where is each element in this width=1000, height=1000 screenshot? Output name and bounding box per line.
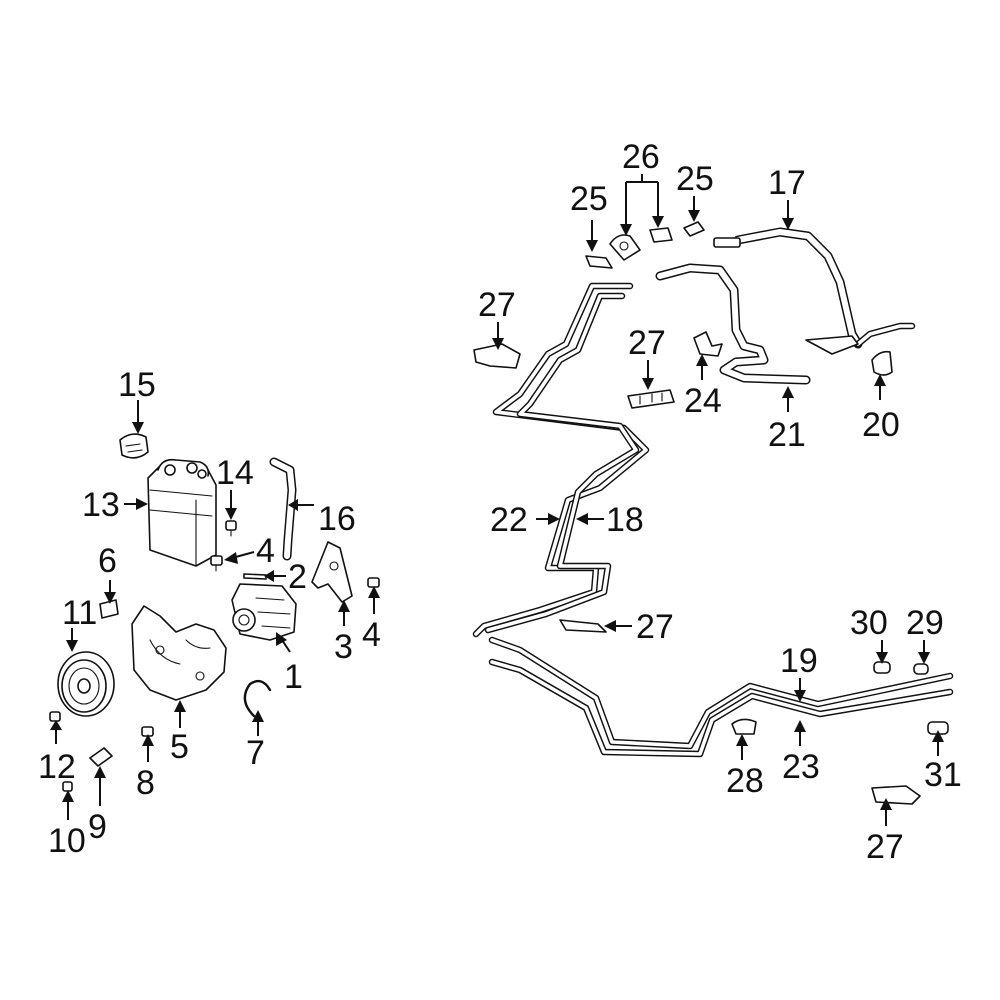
callout-12: 12 — [38, 748, 76, 786]
clip-24-part — [693, 331, 723, 357]
callout-4-left: 4 — [256, 532, 275, 570]
callout-23: 23 — [782, 748, 820, 786]
bolt-8-part — [141, 726, 154, 737]
brake-lines-lower-part — [488, 636, 954, 758]
callout-11: 11 — [62, 594, 97, 632]
callout-15: 15 — [118, 366, 156, 404]
callout-19: 19 — [780, 642, 818, 680]
callout-25-right: 25 — [676, 160, 714, 198]
callout-2: 2 — [288, 558, 307, 596]
callouts: 15 13 14 16 4 2 6 11 3 — [38, 138, 962, 866]
bolt-4-left-part — [210, 555, 223, 572]
clip-27-lower-middle-part — [559, 619, 607, 633]
bolt-9-part — [89, 747, 113, 767]
pulley-part — [57, 651, 115, 717]
callout-17: 17 — [768, 164, 806, 202]
bolt-14-part — [225, 520, 237, 537]
bolt-4-right-part — [367, 577, 380, 588]
reservoir-cap-part — [119, 433, 149, 459]
callout-6: 6 — [98, 542, 117, 580]
callout-10: 10 — [48, 822, 86, 860]
pressure-hose-part — [713, 227, 916, 355]
brake-lines-upper-part — [472, 282, 650, 638]
clip-25-left-part — [585, 255, 613, 269]
clip-27-lower-right-part — [871, 785, 921, 805]
callout-26: 26 — [622, 138, 660, 176]
callout-14: 14 — [216, 454, 254, 492]
callout-27-top-left: 27 — [478, 286, 516, 324]
reservoir-part — [147, 458, 217, 567]
bolt-12-part — [49, 711, 61, 722]
callout-13: 13 — [82, 486, 120, 524]
callout-18: 18 — [606, 501, 644, 539]
callout-27-lower-right: 27 — [866, 828, 904, 866]
callout-29: 29 — [906, 604, 944, 642]
callout-21: 21 — [768, 416, 806, 454]
callout-25-left: 25 — [570, 180, 608, 218]
cover-part — [99, 599, 119, 619]
callout-20: 20 — [862, 406, 900, 444]
pin-part — [243, 573, 267, 580]
clip-25-right-part — [683, 221, 705, 237]
callout-22: 22 — [490, 501, 528, 539]
callout-31: 31 — [924, 756, 962, 794]
clip-27-top-left-part — [473, 343, 521, 369]
callout-24: 24 — [684, 382, 722, 420]
callout-5: 5 — [170, 728, 189, 766]
callout-3: 3 — [334, 628, 353, 666]
return-hose-part — [269, 457, 297, 561]
callout-8: 8 — [136, 764, 155, 802]
callout-4-right: 4 — [362, 616, 381, 654]
callout-9: 9 — [88, 808, 107, 846]
clamp-part — [243, 679, 272, 718]
bracket-20-part — [871, 350, 893, 376]
clip-26-right-part — [649, 227, 673, 243]
callout-16: 16 — [318, 500, 356, 538]
clip-27-middle-part — [627, 389, 675, 409]
callout-7: 7 — [246, 734, 265, 772]
clip-26-left-part — [609, 234, 641, 261]
pump-bracket-part — [131, 605, 227, 701]
fitting-29-part — [913, 663, 929, 675]
hose-21-part — [655, 263, 811, 385]
clip-28-part — [731, 718, 757, 735]
bracket-part — [311, 541, 353, 603]
power-steering-pump-part — [231, 583, 297, 641]
callout-28: 28 — [726, 762, 764, 800]
callout-1: 1 — [284, 658, 303, 696]
callout-27-lower-middle: 27 — [636, 608, 674, 646]
callout-27-middle: 27 — [628, 324, 666, 362]
callout-30: 30 — [850, 604, 888, 642]
